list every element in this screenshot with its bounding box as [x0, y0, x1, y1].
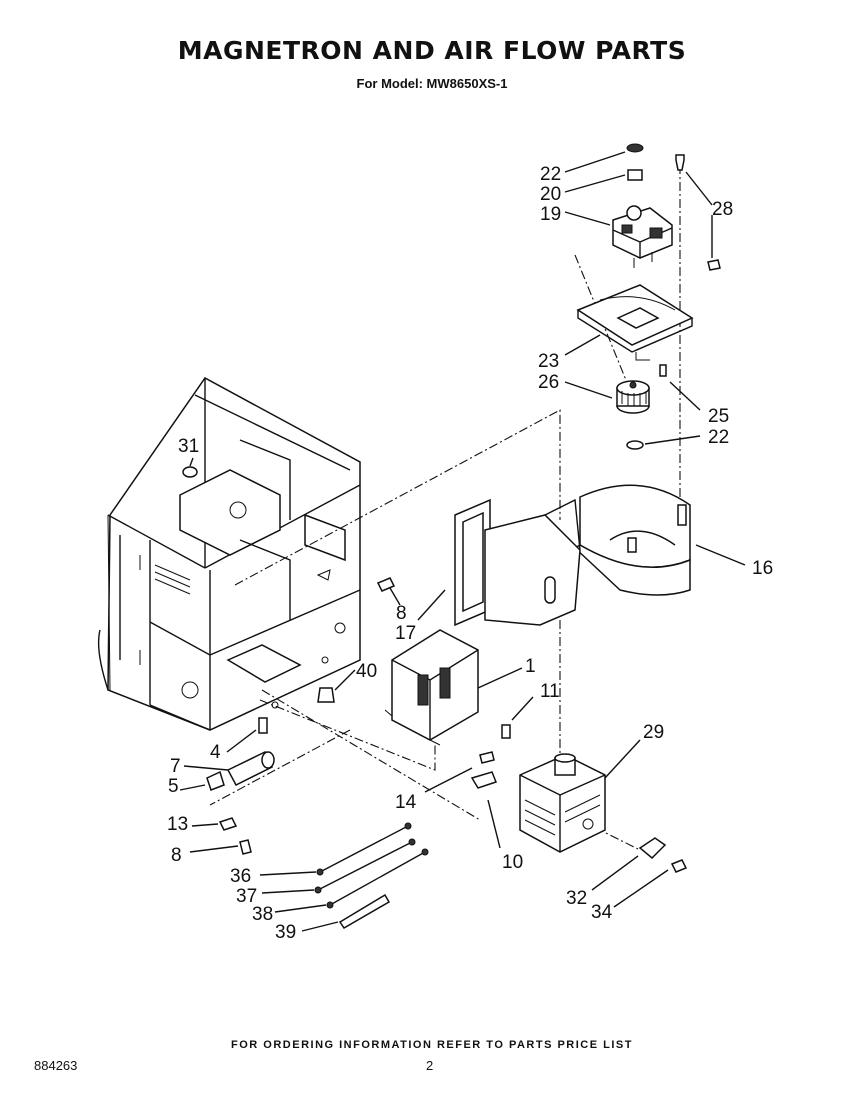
callout-39: 39 — [275, 922, 296, 943]
model-subtitle: For Model: MW8650XS-1 — [356, 76, 508, 91]
callout-23: 23 — [538, 351, 559, 372]
callout-29: 29 — [643, 722, 664, 743]
callout-25: 25 — [708, 406, 729, 427]
callout-5: 5 — [168, 776, 179, 797]
callout-17: 17 — [395, 623, 416, 644]
spacer — [627, 169, 643, 181]
ordering-note: FOR ORDERING INFORMATION REFER TO PARTS … — [231, 1039, 633, 1051]
cabinet-chassis — [97, 377, 361, 731]
callout-34: 34 — [591, 902, 613, 923]
callout-7: 7 — [170, 756, 181, 777]
callout-11: 11 — [540, 681, 560, 702]
callout-8-lower: 8 — [171, 845, 182, 866]
callout-19: 19 — [540, 204, 561, 225]
screw-40 — [317, 687, 335, 703]
screw-8-upper — [376, 577, 396, 592]
callout-1: 1 — [525, 656, 536, 677]
screw-side — [707, 259, 721, 271]
fan-blade — [616, 380, 650, 414]
document-id: 884263 — [34, 1058, 78, 1073]
callout-14: 14 — [395, 792, 417, 813]
bracket-5 — [206, 770, 225, 791]
callout-4: 4 — [210, 742, 221, 763]
page-title: MAGNETRON AND AIR FLOW PARTS — [177, 36, 687, 65]
fan-motor — [612, 205, 673, 268]
wire-leads — [314, 822, 429, 930]
screw-14 — [479, 751, 495, 764]
thermal-cutout — [638, 837, 667, 860]
callout-16: 16 — [752, 558, 773, 579]
motor-bracket — [576, 284, 694, 361]
callout-40: 40 — [356, 661, 377, 682]
screw-8-lower — [239, 839, 252, 855]
air-duct — [573, 484, 691, 596]
nut-31 — [182, 466, 198, 478]
callout-26: 26 — [538, 372, 559, 393]
leader-lines — [179, 151, 746, 932]
callout-31: 31 — [178, 436, 199, 457]
callout-20: 20 — [540, 184, 561, 205]
callout-22-top: 22 — [540, 164, 561, 185]
nut-top — [626, 143, 644, 153]
magnetron — [519, 753, 606, 853]
bracket-10 — [470, 771, 497, 789]
callout-32: 32 — [566, 888, 587, 909]
callout-labels: 22 20 19 28 23 26 25 22 16 31 8 17 1 40 … — [167, 164, 773, 943]
callout-37: 37 — [236, 886, 257, 907]
nut-bottom — [626, 440, 644, 450]
assembly-lines — [209, 165, 681, 851]
callout-36: 36 — [230, 866, 251, 887]
screw-25 — [659, 364, 667, 377]
screw-top — [675, 154, 685, 171]
diode-13 — [218, 817, 238, 831]
air-guide — [454, 498, 581, 627]
callout-38: 38 — [252, 904, 273, 925]
transformer — [384, 629, 479, 746]
callout-28: 28 — [712, 199, 733, 220]
screw-34 — [670, 859, 688, 873]
callout-13: 13 — [167, 814, 188, 835]
screw-11 — [501, 724, 511, 739]
page-number: 2 — [426, 1058, 434, 1073]
callout-10: 10 — [502, 852, 523, 873]
callout-8-upper: 8 — [396, 603, 407, 624]
screw-4 — [258, 717, 268, 734]
callout-22-bottom: 22 — [708, 427, 729, 448]
